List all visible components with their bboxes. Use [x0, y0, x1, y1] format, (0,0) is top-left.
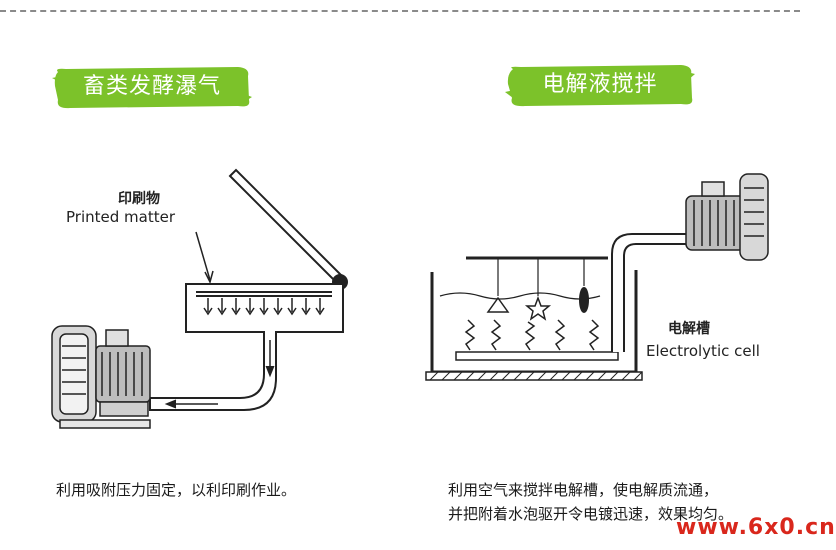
caption-right-line1: 利用空气来搅拌电解槽，使电解质流通， — [448, 481, 719, 499]
brush-banner-shape — [505, 65, 695, 107]
banner-fermentation-aeration: 畜类发酵瀑气 — [52, 64, 252, 110]
electrolytic-cell-label-cn: 电解槽 — [668, 321, 710, 337]
label-pointer — [195, 231, 211, 281]
caption-left: 利用吸附压力固定，以利印刷作业。 — [56, 481, 297, 499]
tank-hatching — [429, 371, 643, 381]
ring-blower-left — [51, 325, 151, 429]
workpiece-triangle — [486, 296, 510, 313]
vacuum-box — [149, 283, 344, 411]
air-bubbles — [464, 319, 600, 351]
liquid-surface — [439, 292, 601, 300]
ring-blower-right — [685, 173, 769, 261]
workpiece-ellipse — [579, 287, 589, 313]
printed-matter-label-en: Printed matter — [66, 208, 175, 226]
electrolytic-cell-label-en: Electrolytic cell — [646, 342, 760, 360]
press-lid — [228, 168, 344, 284]
workpiece-star — [524, 295, 552, 321]
printed-matter-label-cn: 印刷物 — [118, 191, 160, 207]
banner-electrolyte-stirring: 电解液搅拌 — [505, 62, 695, 108]
air-pipe-bottom — [455, 351, 619, 361]
caption-right: 利用空气来搅拌电解槽，使电解质流通， 并把附着水泡驱开令电镀迅速，效果均匀。 — [448, 478, 733, 526]
brush-banner-shape — [52, 67, 252, 109]
site-watermark: www.6x0.cn — [676, 515, 836, 540]
suction-arrows — [203, 298, 325, 316]
diagrams-svg — [51, 168, 769, 429]
banner-left-title: 畜类发酵瀑气 — [82, 74, 221, 99]
caption-right-line2: 并把附着水泡驱开令电镀迅速，效果均匀。 — [448, 505, 734, 523]
printing-press-diagram — [51, 168, 348, 429]
top-dashed-divider — [0, 10, 800, 12]
electrolytic-cell-diagram — [425, 173, 769, 381]
banner-right-title: 电解液搅拌 — [542, 72, 658, 97]
